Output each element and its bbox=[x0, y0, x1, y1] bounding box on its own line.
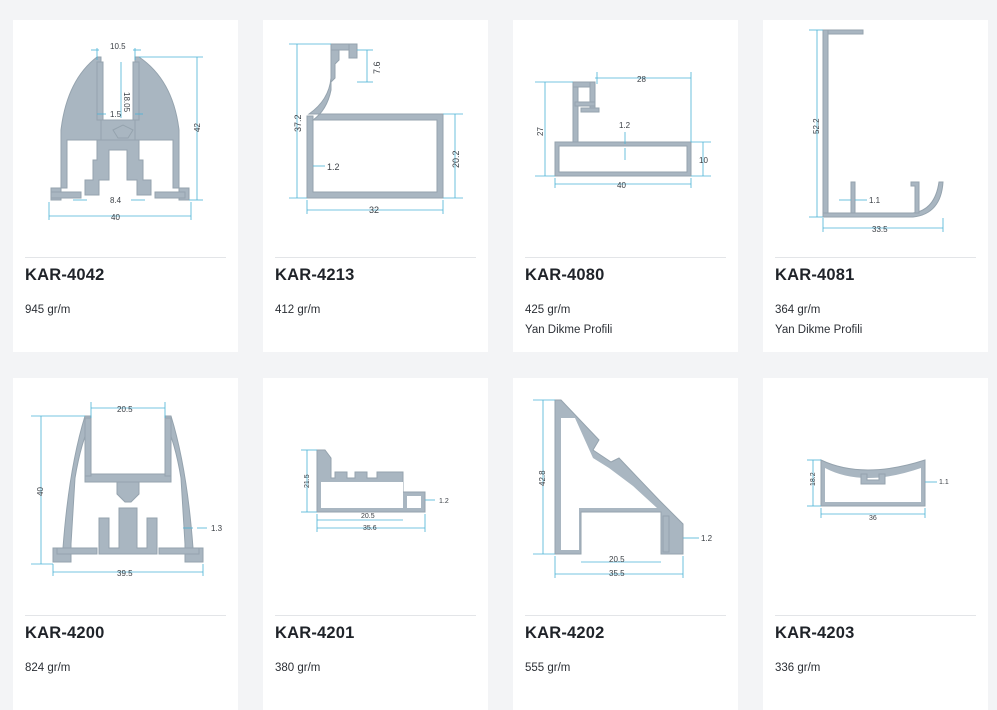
product-code[interactable]: KAR-4202 bbox=[525, 624, 605, 642]
product-code[interactable]: KAR-4203 bbox=[775, 624, 855, 642]
product-weight: 380 gr/m bbox=[275, 662, 321, 674]
dimension-label: 28 bbox=[637, 75, 646, 84]
profile-drawing[interactable]: 42.8 1.2 20.5 35.5 bbox=[513, 378, 738, 608]
profile-drawing[interactable]: 20.5 40 1.3 39.5 bbox=[13, 378, 238, 608]
product-weight: 945 gr/m bbox=[25, 304, 71, 316]
dimension-label: 8.4 bbox=[110, 196, 122, 205]
dimension-label: 7.6 bbox=[372, 61, 382, 74]
product-card-kar-4201[interactable]: 21.5 1.2 20.5 35.6 KAR-4201 380 gr/m bbox=[263, 378, 488, 710]
card-divider bbox=[275, 615, 476, 616]
dimension-label: 10 bbox=[699, 156, 708, 165]
dimension-label: 20.5 bbox=[117, 405, 133, 414]
dimension-label: 42 bbox=[193, 123, 202, 132]
profile-drawing[interactable]: 18.2 1.1 36 bbox=[763, 378, 988, 608]
card-divider bbox=[25, 257, 226, 258]
dimension-label: 52.2 bbox=[812, 118, 821, 134]
dimension-label: 35.6 bbox=[363, 525, 377, 532]
dimension-label: 18.05 bbox=[122, 92, 131, 113]
product-code[interactable]: KAR-4201 bbox=[275, 624, 355, 642]
product-card-kar-4081[interactable]: 52.2 1.1 33.5 KAR-4081 364 gr/m Yan Dikm… bbox=[763, 20, 988, 352]
product-card-kar-4080[interactable]: 28 27 1.2 10 40 KAR-4080 425 gr/m Yan Di… bbox=[513, 20, 738, 352]
profile-drawing[interactable]: 10.5 18.05 1.5 42 8.4 40 bbox=[13, 20, 238, 250]
product-code[interactable]: KAR-4200 bbox=[25, 624, 105, 642]
dimension-label: 1.2 bbox=[619, 121, 631, 130]
product-weight: 336 gr/m bbox=[775, 662, 821, 674]
product-card-kar-4203[interactable]: 18.2 1.1 36 KAR-4203 336 gr/m bbox=[763, 378, 988, 710]
dimension-label: 18.2 bbox=[810, 472, 817, 486]
card-divider bbox=[25, 615, 226, 616]
dimension-label: 35.5 bbox=[609, 569, 625, 578]
dimension-label: 39.5 bbox=[117, 569, 133, 578]
dimension-label: 1.2 bbox=[439, 498, 449, 505]
product-code[interactable]: KAR-4081 bbox=[775, 266, 855, 284]
product-card-kar-4042[interactable]: 10.5 18.05 1.5 42 8.4 40 KAR-4042 945 gr… bbox=[13, 20, 238, 352]
profile-drawing[interactable]: 52.2 1.1 33.5 bbox=[763, 20, 988, 250]
dimension-label: 27 bbox=[536, 127, 545, 136]
dimension-label: 1.3 bbox=[211, 524, 223, 533]
card-divider bbox=[525, 615, 726, 616]
product-card-kar-4200[interactable]: 20.5 40 1.3 39.5 KAR-4200 824 gr/m bbox=[13, 378, 238, 710]
product-weight: 364 gr/m bbox=[775, 304, 821, 316]
profile-drawing[interactable]: 28 27 1.2 10 40 bbox=[513, 20, 738, 250]
dimension-label: 32 bbox=[369, 205, 379, 215]
product-card-kar-4213[interactable]: 7.6 37.2 1.2 20.2 32 KAR-4213 412 gr/m bbox=[263, 20, 488, 352]
dimension-label: 33.5 bbox=[872, 225, 888, 234]
product-weight: 425 gr/m bbox=[525, 304, 571, 316]
dimension-label: 20.5 bbox=[361, 513, 375, 520]
dimension-label: 36 bbox=[869, 515, 877, 522]
dimension-label: 1.1 bbox=[869, 196, 881, 205]
dimension-label: 1.5 bbox=[110, 110, 122, 119]
product-weight: 824 gr/m bbox=[25, 662, 71, 674]
dimension-label: 20.5 bbox=[609, 555, 625, 564]
profile-drawing[interactable]: 7.6 37.2 1.2 20.2 32 bbox=[263, 20, 488, 250]
dimension-label: 10.5 bbox=[110, 42, 126, 51]
product-weight: 412 gr/m bbox=[275, 304, 321, 316]
dimension-label: 40 bbox=[36, 487, 45, 496]
product-code[interactable]: KAR-4213 bbox=[275, 266, 355, 284]
card-divider bbox=[775, 257, 976, 258]
card-divider bbox=[775, 615, 976, 616]
dimension-label: 40 bbox=[111, 213, 120, 222]
card-divider bbox=[275, 257, 476, 258]
product-note: Yan Dikme Profili bbox=[525, 324, 613, 336]
dimension-label: 40 bbox=[617, 181, 626, 190]
dimension-label: 21.5 bbox=[304, 474, 311, 488]
dimension-label: 37.2 bbox=[293, 114, 303, 132]
dimension-label: 1.1 bbox=[939, 479, 949, 486]
card-divider bbox=[525, 257, 726, 258]
dimension-label: 42.8 bbox=[538, 470, 547, 486]
dimension-label: 1.2 bbox=[327, 162, 340, 172]
dimension-label: 1.2 bbox=[701, 534, 713, 543]
product-code[interactable]: KAR-4080 bbox=[525, 266, 605, 284]
profile-drawing[interactable]: 21.5 1.2 20.5 35.6 bbox=[263, 378, 488, 608]
dimension-label: 20.2 bbox=[451, 150, 461, 168]
product-card-kar-4202[interactable]: 42.8 1.2 20.5 35.5 KAR-4202 555 gr/m bbox=[513, 378, 738, 710]
product-note: Yan Dikme Profili bbox=[775, 324, 863, 336]
product-code[interactable]: KAR-4042 bbox=[25, 266, 105, 284]
product-weight: 555 gr/m bbox=[525, 662, 571, 674]
